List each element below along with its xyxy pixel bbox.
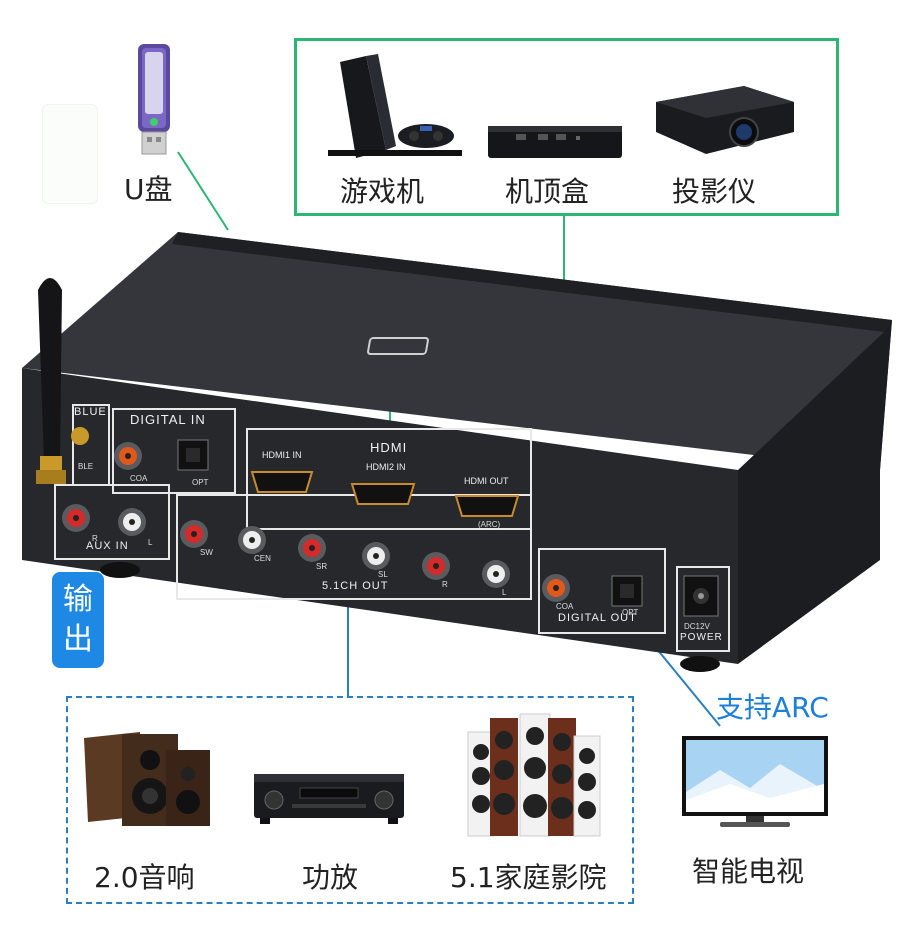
hdmi-section-frame — [246, 428, 532, 530]
hdmi2-in-port — [350, 483, 416, 505]
ch-cen-port — [238, 526, 266, 554]
output-badge-label: 输出 — [63, 582, 93, 657]
game-console-label: 游戏机 — [340, 175, 425, 208]
ch-sl-port — [362, 542, 390, 570]
usb-label: U盘 — [124, 173, 173, 206]
amplifier-image — [252, 768, 406, 828]
digital-out-section-frame — [538, 548, 666, 634]
power-section-frame — [676, 566, 730, 652]
digital-in-section-frame — [112, 408, 236, 494]
hdmi1-in-label: HDMI1 IN — [262, 450, 302, 460]
ch51-out-section-frame — [176, 494, 532, 600]
ch-cen-label: CEN — [254, 554, 271, 563]
aux-in-title: AUX IN — [86, 540, 129, 552]
opt-out-label: OPT — [622, 608, 639, 617]
ch-sw-port — [180, 520, 208, 548]
device-ports — [62, 427, 719, 617]
projector-label: 投影仪 — [672, 175, 757, 208]
bluetooth-connector-icon — [71, 427, 89, 445]
projector-image — [648, 80, 796, 158]
settop-box-label: 机顶盒 — [505, 175, 590, 208]
optical-out-port — [611, 575, 643, 607]
ch-l-port — [482, 560, 510, 588]
ch-sw-label: SW — [200, 548, 213, 557]
ch-r-label: R — [442, 580, 448, 589]
smart-tv-image — [680, 734, 830, 832]
coa-in-label: COA — [130, 474, 148, 483]
game-console-image — [326, 54, 466, 164]
aux-r-label: R — [92, 534, 98, 543]
settop-box-image — [486, 120, 624, 164]
power-title: POWER — [680, 632, 723, 643]
power-port — [683, 575, 719, 617]
coax-in-port — [114, 442, 142, 470]
aux-in-section-frame — [54, 484, 170, 560]
stereo-label: 2.0音响 — [94, 861, 195, 894]
source-devices-frame — [294, 38, 839, 216]
usb-connection-line — [177, 151, 229, 231]
ch51-out-title: 5.1CH OUT — [322, 580, 389, 592]
ch-sl-label: SL — [378, 570, 388, 579]
stereo-speakers-image — [82, 730, 214, 830]
aux-l-port — [118, 508, 146, 536]
smart-tv-label: 智能电视 — [692, 855, 805, 888]
hdmi1-in-port — [250, 471, 314, 493]
ch-sr-port — [298, 534, 326, 562]
placeholder-panel — [42, 104, 98, 204]
hdmi-out-label: HDMI OUT — [464, 476, 509, 486]
ch-sr-label: SR — [316, 562, 328, 571]
arc-port-label: (ARC) — [478, 520, 501, 529]
bluetooth-antenna — [30, 270, 78, 490]
aux-l-label: L — [148, 538, 153, 547]
ch-r-port — [422, 552, 450, 580]
bluetooth-title: BLUE — [74, 406, 107, 418]
output-devices-frame — [66, 696, 634, 904]
digital-out-title: DIGITAL OUT — [558, 612, 637, 624]
hdmi-out-port — [454, 495, 520, 517]
home-theater-image — [464, 712, 604, 838]
hdmi2-in-label: HDMI2 IN — [366, 462, 406, 472]
arc-support-label: 支持ARC — [716, 691, 829, 724]
hdmi-title: HDMI — [370, 440, 408, 455]
home-theater-label: 5.1家庭影院 — [450, 861, 607, 894]
ch-l-label: L — [502, 588, 507, 597]
digital-in-title: DIGITAL IN — [130, 412, 206, 427]
opt-in-label: OPT — [192, 478, 209, 487]
dc12v-label: DC12V — [684, 622, 710, 631]
ble-label: BLE — [78, 462, 94, 471]
optical-in-port — [177, 439, 209, 471]
aux-r-port — [62, 504, 90, 532]
amplifier-label: 功放 — [302, 861, 359, 894]
output-badge: 输出 — [52, 572, 104, 668]
coa-out-label: COA — [556, 602, 574, 611]
coax-out-port — [542, 574, 570, 602]
usb-drive-image — [128, 38, 180, 158]
